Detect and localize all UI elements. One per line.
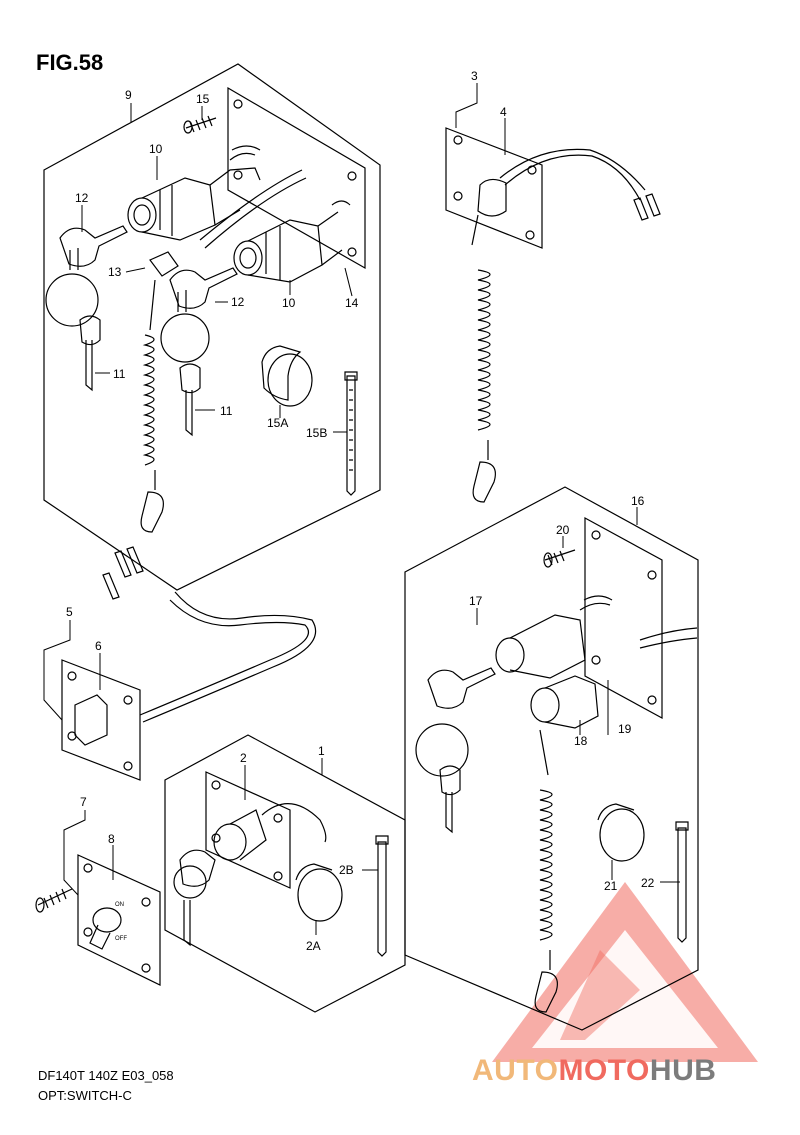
callout-15A: 15A: [267, 416, 288, 430]
callout-13: 13: [108, 265, 122, 279]
figure-title: FIG.58: [36, 50, 104, 75]
coil-cord-16: [539, 789, 553, 941]
assembly-3-lanyard-switch: [445, 127, 661, 503]
assembly-9-panel: [43, 63, 381, 591]
callout-11-upper: 11: [113, 367, 126, 381]
callout-19: 19: [618, 722, 632, 736]
callout-2B: 2B: [339, 863, 354, 877]
callout-11-lower: 11: [220, 404, 233, 418]
callout-10-upper: 10: [149, 142, 163, 156]
callout-12-lower: 12: [231, 295, 245, 309]
callout-8: 8: [108, 832, 115, 846]
callout-14: 14: [345, 296, 359, 310]
callout-4: 4: [500, 105, 507, 119]
footer-caption: OPT:SWITCH-C: [38, 1088, 132, 1103]
callout-2A: 2A: [306, 939, 321, 953]
callout-2: 2: [240, 751, 247, 765]
watermark-part-hub: HUB: [649, 1054, 717, 1087]
callout-5: 5: [66, 605, 73, 619]
watermark-brand: AUTOMOTOHUB: [472, 1054, 716, 1088]
assembly-16-panel: [404, 486, 699, 1031]
coil-cord-3: [477, 269, 491, 431]
callout-16: 16: [631, 494, 645, 508]
callout-15: 15: [196, 92, 210, 106]
callout-9: 9: [125, 88, 132, 102]
switch-on-marking: ON: [115, 902, 124, 908]
assembly-5-switch: [61, 546, 317, 781]
callout-12-upper: 12: [75, 191, 89, 205]
callout-18: 18: [574, 734, 588, 748]
coil-cord-13: [142, 334, 155, 466]
callout-1: 1: [318, 744, 325, 758]
assembly-1-panel: [164, 734, 406, 1013]
callout-labels: 9 15 10 12 13 12 10 14 11 11 15A 15B 3 4…: [66, 69, 655, 953]
callout-15B: 15B: [306, 426, 327, 440]
callout-7: 7: [80, 795, 87, 809]
switch-off-marking: OFF: [115, 936, 127, 942]
leader-lines: [43, 83, 680, 935]
watermark-part-moto: MOTO: [558, 1054, 650, 1087]
callout-22: 22: [641, 876, 655, 890]
watermark-logo-triangle: [492, 882, 758, 1062]
assembly-7-switch: [35, 854, 161, 986]
watermark-part-auto: AUTO: [472, 1054, 559, 1087]
footer-model-code: DF140T 140Z E03_058: [38, 1068, 174, 1083]
callout-6: 6: [95, 639, 102, 653]
callout-10-lower: 10: [282, 296, 296, 310]
callout-17: 17: [469, 594, 483, 608]
callout-21: 21: [604, 879, 618, 893]
callout-20: 20: [556, 523, 570, 537]
callout-3: 3: [471, 69, 478, 83]
